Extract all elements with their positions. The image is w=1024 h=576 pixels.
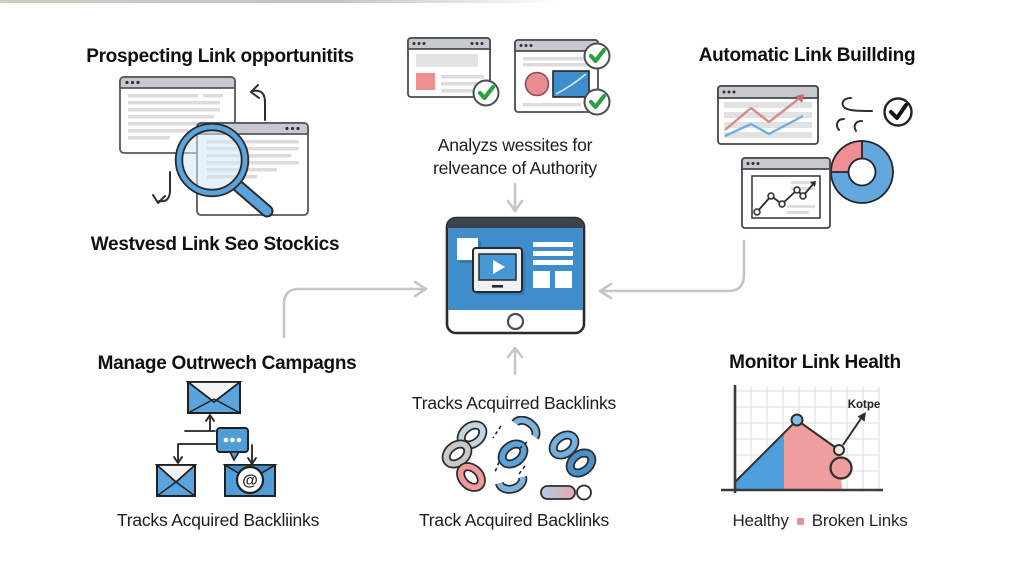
search-magnifier-icon xyxy=(174,122,274,218)
large-marker-dot xyxy=(829,456,853,480)
annotation-label: Kotpe xyxy=(848,399,881,411)
prospecting-title: Prospecting Link opportunitits xyxy=(86,46,354,67)
top-edge-artifact xyxy=(0,0,560,3)
envelope-icon xyxy=(185,381,243,414)
envelope-at-icon: @ xyxy=(222,464,278,497)
chain-gray-red-icon xyxy=(441,420,488,492)
arrow-left-to-center xyxy=(282,287,424,339)
curved-arrow-up-icon xyxy=(250,84,266,121)
chains-illustration xyxy=(441,416,597,501)
chat-bubble-icon xyxy=(216,427,249,462)
outreach-illustration: @ xyxy=(154,381,278,497)
automatic-illustration xyxy=(717,85,913,229)
connector-arrows xyxy=(173,414,257,465)
checkmark-icon xyxy=(583,42,611,70)
analyze-illustration xyxy=(407,37,611,116)
legend-marker-icon xyxy=(796,517,804,525)
analyze-caption-line2: relveance of Authority xyxy=(433,158,597,178)
outreach-title: Manage Outrwech Campagns xyxy=(97,353,357,374)
red-block xyxy=(416,73,435,90)
pill-shape xyxy=(540,485,576,500)
arrow-down-icon xyxy=(173,456,183,464)
donut-chart-icon xyxy=(830,140,894,204)
red-circle xyxy=(524,71,550,97)
legend-broken-label: Broken Links xyxy=(811,511,908,530)
backlinks-caption: Track Acquired Backlinks xyxy=(418,510,610,530)
backlinks-title: Tracks Acquirred Backlinks xyxy=(411,393,617,413)
arrow-up-icon xyxy=(205,414,215,422)
health-chart-illustration: Kotpe xyxy=(721,385,883,493)
curved-arrow-down-icon xyxy=(152,171,171,204)
small-circle xyxy=(576,484,592,501)
video-player-icon xyxy=(472,247,525,295)
chain-blue-icon xyxy=(548,430,597,478)
browser-window-icon xyxy=(514,39,599,113)
monitor-legend: Healthy Broken Links xyxy=(660,511,980,531)
red-arrowhead xyxy=(795,94,804,103)
prospecting-illustration xyxy=(119,76,309,218)
arrow-right-to-center xyxy=(602,239,746,293)
annotation-arrow xyxy=(842,416,863,446)
checkmark-icon xyxy=(472,79,500,107)
legend-healthy-label: Healthy xyxy=(732,511,789,530)
browser-window-icon xyxy=(407,37,491,98)
healthy-area xyxy=(735,433,784,489)
dot-chart-window-icon xyxy=(741,157,831,229)
outreach-caption: Tracks Acquired Backliinks xyxy=(116,510,320,530)
small-marker-dot xyxy=(833,444,845,456)
prospecting-caption: Westvesd Link Seo Stockics xyxy=(90,234,340,255)
checkmark-icon xyxy=(583,88,611,116)
checkmark-icon xyxy=(883,97,913,127)
analyze-caption-line1: Analyzs wessites for xyxy=(437,135,593,155)
screen-text-lines xyxy=(533,242,573,265)
home-button xyxy=(506,312,525,331)
chart-axes xyxy=(721,385,883,493)
automatic-title: Automatic Link Buillding xyxy=(698,45,916,66)
tablet-hub-icon xyxy=(445,216,586,335)
line-chart-window-icon xyxy=(717,85,819,145)
broken-area xyxy=(784,420,842,489)
chain-broken-icon xyxy=(492,416,541,494)
peak-dot xyxy=(790,413,804,427)
analyze-caption: Analyzs wessites for relveance of Author… xyxy=(395,134,635,180)
at-symbol: @ xyxy=(242,473,258,490)
envelope-icon xyxy=(154,464,198,497)
swoosh-lines-icon xyxy=(835,97,873,132)
monitor-title: Monitor Link Health xyxy=(729,352,901,373)
